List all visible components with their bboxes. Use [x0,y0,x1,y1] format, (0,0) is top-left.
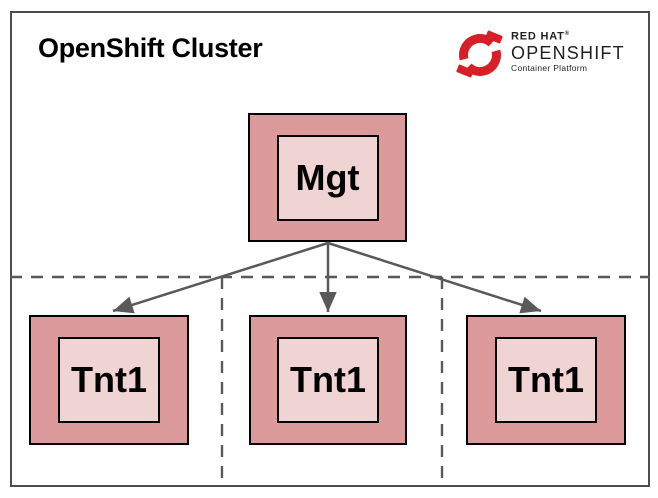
management-node-label: Mgt [295,156,360,198]
tenant-node-inner: Tnt1 [495,337,597,423]
tenant-node-label: Tnt1 [71,359,147,400]
tenant-node-inner: Tnt1 [277,337,379,423]
tenant-node: Tnt1 [249,315,407,445]
logo-product: OPENSHIFT [511,42,625,63]
registered-mark: ® [564,31,570,37]
management-node: Mgt [248,113,407,242]
tenant-node-label: Tnt1 [290,359,366,400]
tenant-node-label: Tnt1 [508,359,584,400]
openshift-ring-icon [456,30,503,78]
page-title: OpenShift Cluster [38,33,263,63]
logo-subtitle: Container Platform [511,62,588,73]
tenant-node-inner: Tnt1 [58,337,160,423]
logo-text-block: RED HAT® OPENSHIFT Container Platform [511,28,625,72]
logo-brand-text: RED HAT [511,30,565,43]
management-node-inner: Mgt [276,134,379,221]
tenant-node: Tnt1 [29,315,189,445]
tenant-node: Tnt1 [466,315,626,445]
logo-brand: RED HAT® [511,31,625,43]
openshift-logo: RED HAT® OPENSHIFT Container Platform [455,28,625,80]
